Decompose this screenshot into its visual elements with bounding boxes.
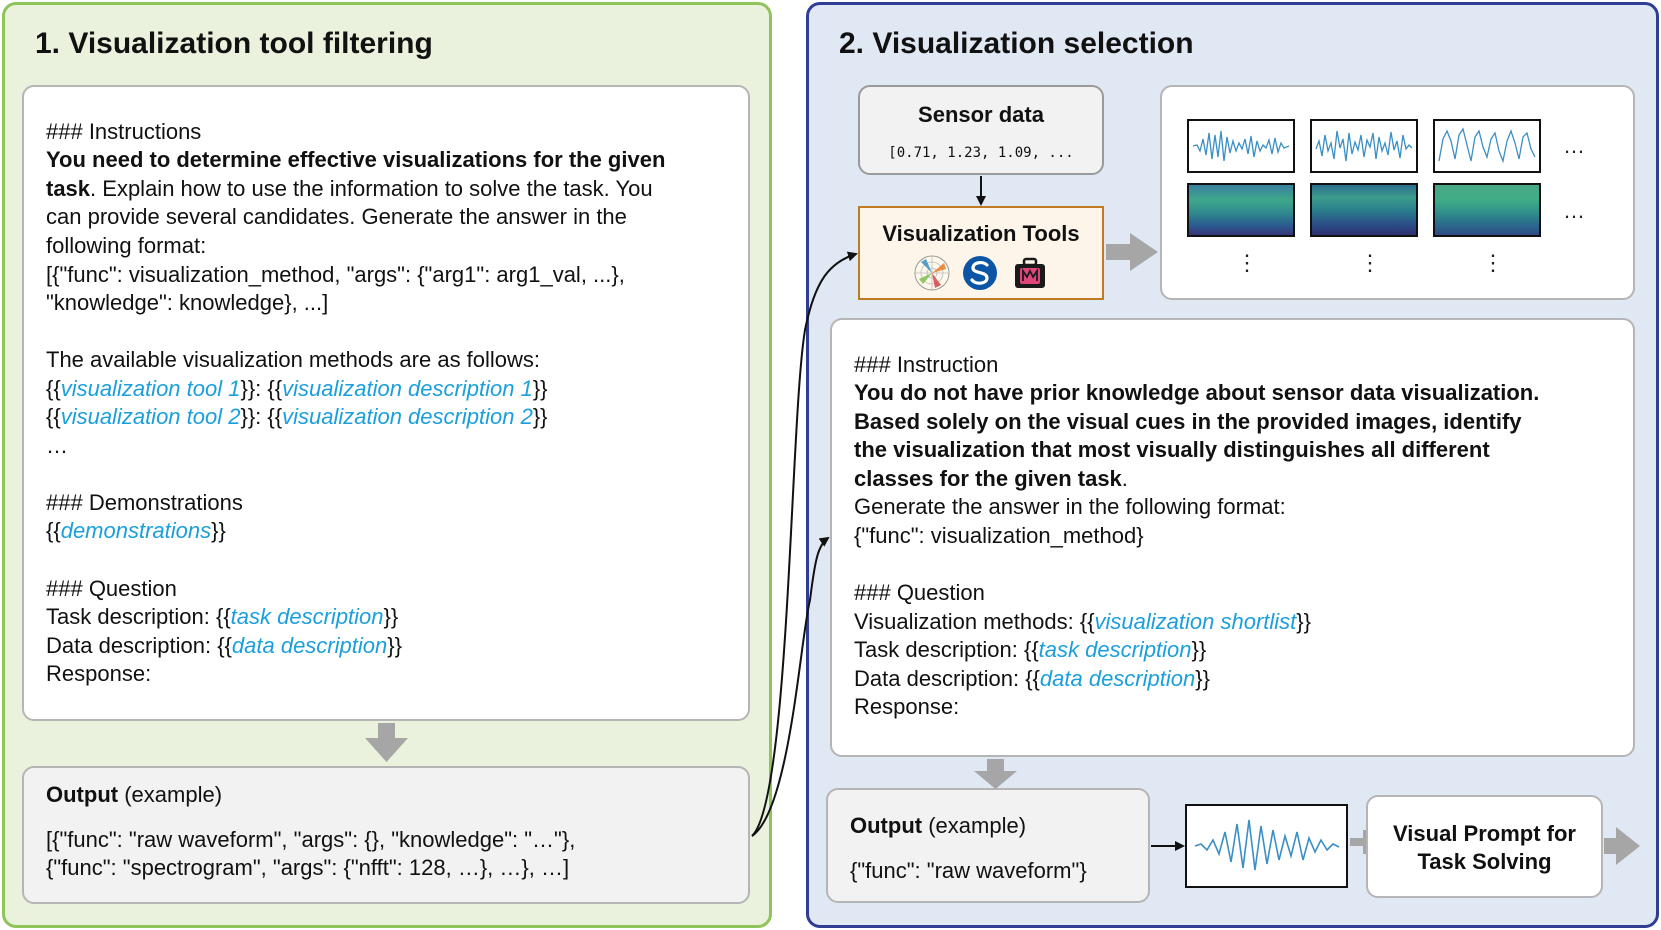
- selection-methods-label: Visualization methods:: [854, 609, 1080, 634]
- instructions-header: ### Instructions: [46, 119, 202, 144]
- tool-var-2: visualization tool 2: [60, 404, 241, 429]
- selection-question-header: ### Question: [854, 580, 985, 605]
- gallery-row1-more: …: [1563, 133, 1585, 158]
- selection-format-line: Generate the answer in the following for…: [854, 494, 1286, 519]
- selected-waveform: [1185, 804, 1348, 888]
- methods-ellipsis: …: [46, 433, 68, 458]
- selection-task-var: task description: [1038, 637, 1192, 662]
- selection-bold-line-3: the visualization that most visually dis…: [854, 437, 1490, 462]
- selection-data-line: Data description: {{data description}}: [854, 666, 1210, 691]
- selection-task-line: Task description: {{task description}}: [854, 637, 1207, 662]
- selection-bold-line-2: Based solely on the visual cues in the p…: [854, 409, 1522, 434]
- spectrogram-thumbnail-2: [1310, 183, 1418, 237]
- format-line-2: "knowledge": knowledge}, ...]: [46, 290, 329, 315]
- demonstrations-header: ### Demonstrations: [46, 490, 243, 515]
- format-line-1: [{"func": visualization_method, "args": …: [46, 262, 625, 287]
- visualization-tools-title: Visualization Tools: [882, 221, 1080, 246]
- filtering-output-line-1: [{"func": "raw waveform", "args": {}, "k…: [46, 827, 576, 852]
- visualization-tools-box: [858, 206, 1104, 300]
- selection-bold-line-4-end: .: [1121, 466, 1128, 491]
- task-description-line: Task description: {{task description}}: [46, 604, 399, 629]
- method-line-2: {{visualization tool 2}}: {{visualizatio…: [46, 404, 548, 429]
- selection-prompt-card: [830, 318, 1635, 757]
- polar-plot-icon: [914, 255, 950, 291]
- filtering-down-arrow: [365, 723, 408, 762]
- selection-methods-var: visualization shortlist: [1094, 609, 1297, 634]
- selection-bold-line-4: classes for the given task.: [854, 465, 1128, 494]
- response-label: Response:: [46, 661, 152, 686]
- spectrogram-thumbnail-3: [1433, 183, 1541, 237]
- final-out-arrow: [1604, 827, 1640, 865]
- demonstrations-var: demonstrations: [60, 518, 212, 543]
- instruction-line-1-text: You need to determine effective visualiz…: [46, 147, 666, 172]
- selection-bold-line-4-text: classes for the given task: [854, 466, 1122, 491]
- filtering-output-line-2: {"func": "spectrogram", "args": {"nfft":…: [46, 855, 570, 880]
- method-line-1: {{visualization tool 1}}: {{visualizatio…: [46, 376, 548, 401]
- selection-output-example: (example): [922, 813, 1027, 838]
- instruction-line-1: You need to determine effective visualiz…: [46, 146, 665, 175]
- waveform-thumbnail-2-line: [1315, 130, 1413, 162]
- selected-waveform-line: [1194, 819, 1340, 871]
- filtering-output-title: Output (example): [46, 781, 222, 810]
- spectrogram-thumbnail-1: [1187, 183, 1295, 237]
- demonstrations-line: {{demonstrations}}: [46, 518, 226, 543]
- selection-output-card: [826, 788, 1150, 903]
- desc-var-2: visualization description 2: [282, 404, 533, 429]
- selection-output-title: Output (example): [850, 812, 1026, 841]
- sensor-data-title: Sensor data: [918, 102, 1044, 127]
- output-to-prompt-curve: [751, 536, 830, 837]
- selection-format-value: {"func": visualization_method}: [854, 523, 1144, 548]
- sensor-data-values: [0.71, 1.23, 1.09, ...: [888, 145, 1074, 161]
- selection-task-label: Task description:: [854, 637, 1024, 662]
- filtering-output-example: (example): [118, 782, 223, 807]
- selection-response-label: Response:: [854, 694, 960, 719]
- waveform-thumbnail-1-line: [1192, 130, 1290, 162]
- waveform-thumbnail-2: [1310, 119, 1418, 173]
- tools-to-gallery-arrow: [1106, 233, 1158, 271]
- data-description-line: Data description: {{data description}}: [46, 633, 402, 658]
- selection-output-value: {"func": "raw waveform"}: [850, 858, 1087, 883]
- waveform-to-final-arrow: [1350, 830, 1366, 854]
- scipy-icon: [963, 256, 997, 290]
- desc-var-1: visualization description 1: [282, 376, 533, 401]
- waveform-thumbnail-1: [1187, 119, 1295, 173]
- selection-data-label: Data description:: [854, 666, 1026, 691]
- visual-prompt-line-2: Task Solving: [1417, 849, 1552, 874]
- filtering-prompt-card: [22, 85, 750, 721]
- task-description-var: task description: [230, 604, 384, 629]
- methods-intro: The available visualization methods are …: [46, 347, 541, 372]
- selection-output-label: Output: [850, 813, 923, 838]
- selection-data-var: data description: [1039, 666, 1196, 691]
- selection-down-arrow: [974, 759, 1017, 789]
- visual-prompt-line-1: Visual Prompt for: [1393, 821, 1576, 846]
- tool-var-1: visualization tool 1: [60, 376, 241, 401]
- data-description-label: Data description:: [46, 633, 218, 658]
- selection-methods-line: Visualization methods: {{visualization s…: [854, 609, 1311, 634]
- instruction-line-2-rest: . Explain how to use the information to …: [90, 176, 653, 201]
- toolkit-icon: [1015, 257, 1045, 288]
- filtering-output-card: [22, 766, 750, 904]
- data-description-var: data description: [231, 633, 388, 658]
- sensor-data-box: [858, 85, 1104, 175]
- instruction-line-4: following format:: [46, 233, 207, 258]
- panel1-title: 1. Visualization tool filtering: [35, 27, 433, 60]
- selection-bold-line-1: You do not have prior knowledge about se…: [854, 380, 1540, 405]
- filtering-output-label: Output: [46, 782, 119, 807]
- gallery-row2-more: …: [1563, 198, 1585, 223]
- selection-instruction-header: ### Instruction: [854, 352, 999, 377]
- task-description-label: Task description:: [46, 604, 216, 629]
- waveform-thumbnail-3-line: [1438, 127, 1536, 164]
- waveform-thumbnail-3: [1433, 119, 1541, 173]
- instruction-task-bold: task: [46, 176, 91, 201]
- instruction-line-3: can provide several candidates. Generate…: [46, 204, 627, 229]
- visual-prompt-box: [1366, 795, 1603, 898]
- panel2-title: 2. Visualization selection: [839, 27, 1194, 60]
- question-header: ### Question: [46, 576, 177, 601]
- instruction-line-2: task. Explain how to use the information…: [46, 175, 653, 204]
- output-to-tools-curve: [751, 251, 858, 837]
